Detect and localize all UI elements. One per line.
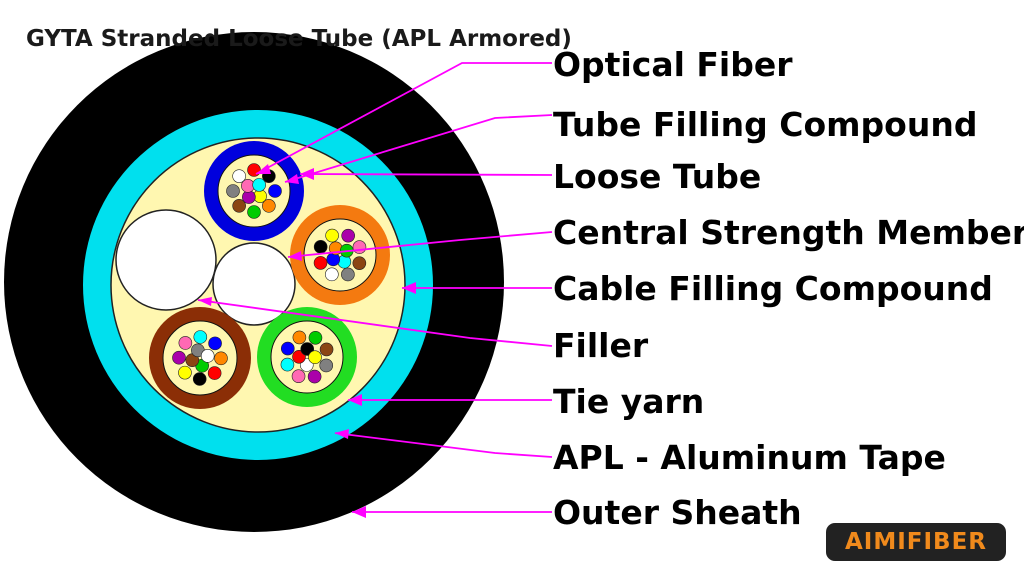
- label-central-strength-member: Central Strength Member: [553, 213, 1024, 252]
- optical-fiber: [178, 365, 192, 380]
- optical-fiber: [325, 228, 339, 243]
- optical-fiber: [172, 350, 186, 365]
- loose-tube-green: [257, 307, 357, 407]
- optical-fiber: [252, 178, 266, 192]
- optical-fiber: [200, 349, 215, 363]
- optical-fiber: [325, 267, 339, 282]
- optical-fiber: [307, 369, 322, 384]
- optical-fiber: [319, 358, 334, 373]
- optical-fiber: [247, 205, 261, 219]
- leader-central-strength: [287, 231, 553, 258]
- label-outer-sheath: Outer Sheath: [553, 493, 802, 532]
- label-aluminum-tape: APL - Aluminum Tape: [553, 438, 946, 477]
- optical-fiber: [280, 357, 295, 372]
- optical-fiber: [208, 336, 222, 351]
- leader-filler: [197, 299, 553, 347]
- optical-fiber: [232, 199, 246, 213]
- loose-tube-brown: [149, 307, 251, 409]
- optical-fiber: [337, 254, 352, 269]
- leader-lines: [197, 62, 553, 513]
- leader-optical-fiber: [255, 62, 552, 175]
- leader-loose-tube: [299, 173, 553, 176]
- leader-aluminum-tape: [334, 432, 553, 458]
- label-loose-tube: Loose Tube: [553, 157, 762, 196]
- optical-fiber: [308, 350, 322, 365]
- label-optical-fiber: Optical Fiber: [553, 45, 793, 84]
- optical-fiber: [352, 240, 367, 254]
- optical-fiber: [178, 336, 193, 350]
- leader-arrowheads: [198, 164, 416, 518]
- optical-fiber: [192, 372, 207, 386]
- optical-fiber: [193, 330, 208, 344]
- optical-fiber: [319, 342, 334, 357]
- optical-fiber: [313, 256, 328, 270]
- optical-fiber: [308, 330, 323, 345]
- optical-fiber: [232, 169, 246, 183]
- optical-fiber: [291, 369, 306, 384]
- optical-fiber: [341, 228, 355, 243]
- optical-fiber: [226, 184, 240, 198]
- leader-tube-filling: [284, 114, 553, 183]
- diagram-title: GYTA Stranded Loose Tube (APL Armored): [26, 26, 572, 52]
- optical-fiber: [268, 184, 282, 198]
- optical-fiber: [292, 330, 307, 345]
- loose-tube-orange: [290, 205, 390, 305]
- optical-fiber: [280, 341, 295, 356]
- optical-fiber: [207, 366, 222, 380]
- filler-large: [115, 209, 217, 311]
- optical-fiber: [326, 252, 341, 267]
- label-tie-yarn: Tie yarn: [553, 382, 705, 421]
- optical-fiber: [341, 267, 355, 282]
- optical-fiber: [352, 256, 367, 270]
- label-tube-filling-compound: Tube Filling Compound: [553, 105, 978, 144]
- optical-fiber: [247, 163, 261, 177]
- label-filler: Filler: [553, 326, 649, 365]
- loose-tube-blue: [204, 141, 304, 241]
- label-cable-filling-compound: Cable Filling Compound: [553, 269, 993, 308]
- optical-fiber: [262, 199, 276, 213]
- optical-fiber: [214, 351, 228, 366]
- brand-logo: AIMIFIBER: [826, 523, 1006, 561]
- optical-fiber: [313, 240, 328, 254]
